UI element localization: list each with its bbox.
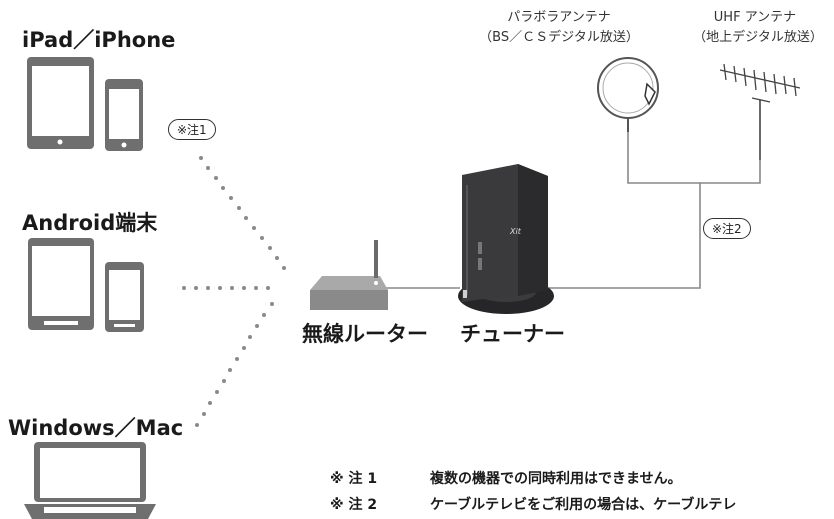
router-label: 無線ルーター: [302, 322, 428, 346]
parabola-cable: [627, 132, 700, 184]
ipad-iphone-label: iPad／iPhone: [22, 28, 176, 52]
parabola-antenna-label: パラボラアンテナ: [507, 10, 611, 25]
parabola-antenna-icon: [597, 57, 659, 132]
laptop-icon: [24, 442, 156, 519]
footnote-1-mark: ※ 注 1: [330, 471, 378, 487]
android-tablet-icon: [28, 238, 94, 330]
wireless-link-ipad: [199, 156, 286, 270]
footnote-1-text: 複数の機器での同時利用はできません。: [430, 471, 682, 487]
footnote-2-text: ケーブルテレビをご利用の場合は、ケーブルテレ: [430, 497, 737, 513]
iphone-icon: [105, 79, 143, 151]
cables: [386, 132, 761, 289]
wireless-links: [182, 156, 286, 427]
ipad-icon: [27, 57, 94, 149]
android-label: Android端末: [22, 211, 158, 235]
footnote-2-mark: ※ 注 2: [330, 497, 378, 513]
uhf-antenna-sublabel: （地上デジタル放送）: [693, 30, 823, 45]
parabola-antenna-sublabel: （BS／ＣＳデジタル放送）: [479, 30, 639, 45]
tuner-label: チューナー: [460, 322, 565, 346]
footnote-2: ※ 注 2 ケーブルテレビをご利用の場合は、ケーブルテレ: [330, 494, 736, 514]
wireless-link-android: [182, 286, 270, 290]
footnote-1: ※ 注 1 複数の機器での同時利用はできません。: [330, 468, 682, 488]
note1-badge: ※注1: [168, 119, 216, 140]
wireless-link-windows: [195, 302, 274, 427]
tuner-icon: [458, 164, 554, 314]
router-icon: [310, 240, 388, 310]
windows-mac-label: Windows／Mac: [8, 416, 184, 440]
uhf-antenna-icon: [719, 63, 801, 160]
tuner-logo: Xit: [510, 227, 521, 236]
uhf-antenna-label: UHF アンテナ: [713, 10, 797, 25]
android-phone-icon: [105, 262, 144, 332]
note2-badge: ※注2: [703, 218, 751, 239]
